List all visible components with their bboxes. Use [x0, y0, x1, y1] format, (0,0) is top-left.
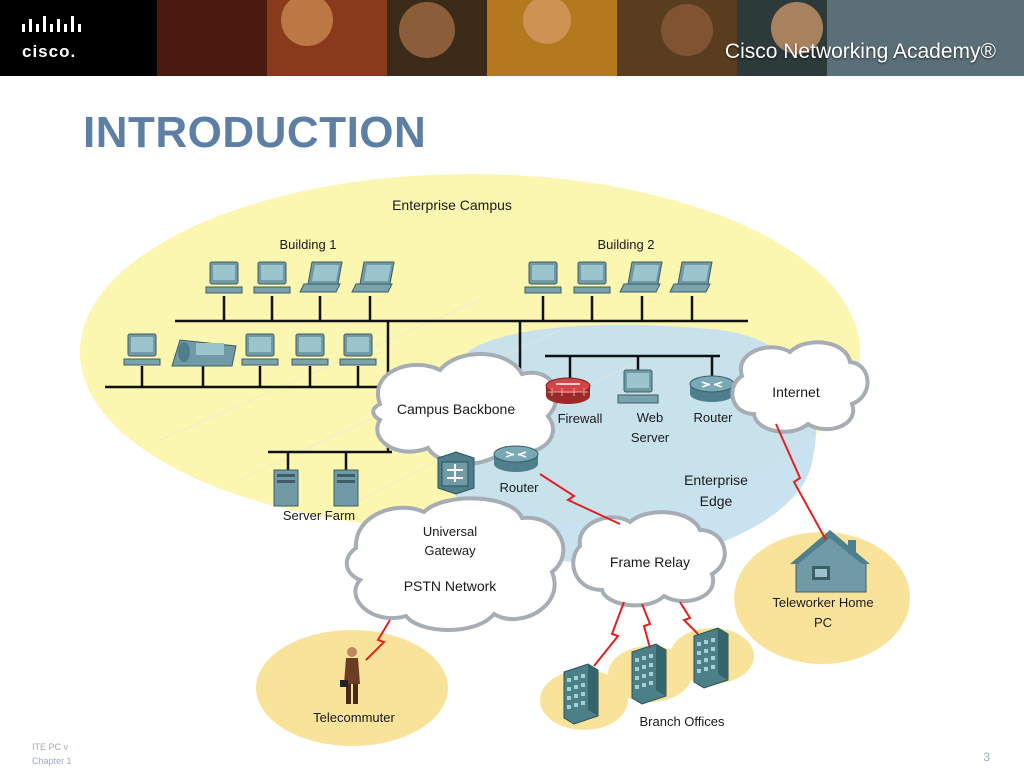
firewall-label: Firewall [558, 411, 603, 426]
building1-pc-4 [241, 333, 279, 366]
branch-building-icon-1 [563, 663, 599, 725]
web-server-label-line2: Server [631, 430, 670, 445]
teleworker-label-line1: Teleworker Home [772, 595, 873, 610]
branch-building-icon-2 [631, 643, 667, 705]
building1-label: Building 1 [279, 237, 336, 252]
frame-relay-cloud [571, 510, 727, 608]
building1-pc-3 [123, 333, 161, 366]
house-icon [790, 530, 870, 593]
pstn-network-label: PSTN Network [404, 578, 498, 594]
header-banner: cisco. Cisco Networking Academy® [0, 0, 1024, 76]
building2-pc-1 [524, 261, 562, 294]
logo-text: cisco. [22, 42, 77, 61]
building1-pc-1 [205, 261, 243, 294]
enterprise-campus-label: Enterprise Campus [392, 197, 512, 213]
cisco-logo: cisco. [0, 0, 157, 76]
telecommuter-person-icon [340, 647, 360, 704]
gateway-router-icon [493, 445, 539, 473]
building2-label: Building 2 [597, 237, 654, 252]
edge-router-label: Router [693, 410, 733, 425]
cisco-bars-icon [22, 16, 81, 32]
wan-serial-links [365, 423, 827, 667]
universal-gateway-label-line2: Gateway [424, 543, 476, 558]
multilayer-switch-icon [437, 451, 475, 495]
server-icon-1 [273, 469, 299, 507]
enterprise-edge-label-line2: Edge [700, 493, 733, 509]
enterprise-edge-label-line1: Enterprise [684, 472, 748, 488]
web-server-icon [617, 369, 659, 404]
branch-building-icon-3 [693, 627, 729, 689]
internet-label: Internet [772, 384, 820, 400]
page-title: INTRODUCTION [83, 108, 427, 157]
footer-chapter: Chapter 1 [32, 756, 72, 766]
building1-pc-5 [291, 333, 329, 366]
internet-cloud [730, 340, 870, 434]
academy-text: Cisco Networking Academy® [724, 40, 996, 63]
telecommuter-zone [256, 630, 448, 746]
pstn-network-cloud [344, 496, 566, 632]
firewall-icon [545, 377, 591, 404]
ip-phone-icon [171, 339, 237, 367]
banner-photo-strip [157, 0, 1024, 76]
server-farm-label: Server Farm [283, 508, 355, 523]
web-server-label-line1: Web [637, 410, 664, 425]
server-icon-2 [333, 469, 359, 507]
telecommuter-label: Telecommuter [313, 710, 395, 725]
teleworker-label-line2: PC [814, 615, 832, 630]
building1-pc-2 [253, 261, 291, 294]
building2-pc-2 [573, 261, 611, 294]
branch-offices-label: Branch Offices [639, 714, 725, 729]
building1-pc-6 [339, 333, 377, 366]
campus-backbone-label: Campus Backbone [397, 401, 516, 417]
gateway-router-label: Router [499, 480, 539, 495]
edge-router-icon [689, 375, 735, 403]
campus-backbone-cloud [371, 352, 559, 466]
footer-course: ITE PC v [32, 742, 69, 752]
page-number: 3 [983, 750, 990, 764]
frame-relay-label: Frame Relay [610, 554, 690, 570]
universal-gateway-label-line1: Universal [423, 524, 477, 539]
